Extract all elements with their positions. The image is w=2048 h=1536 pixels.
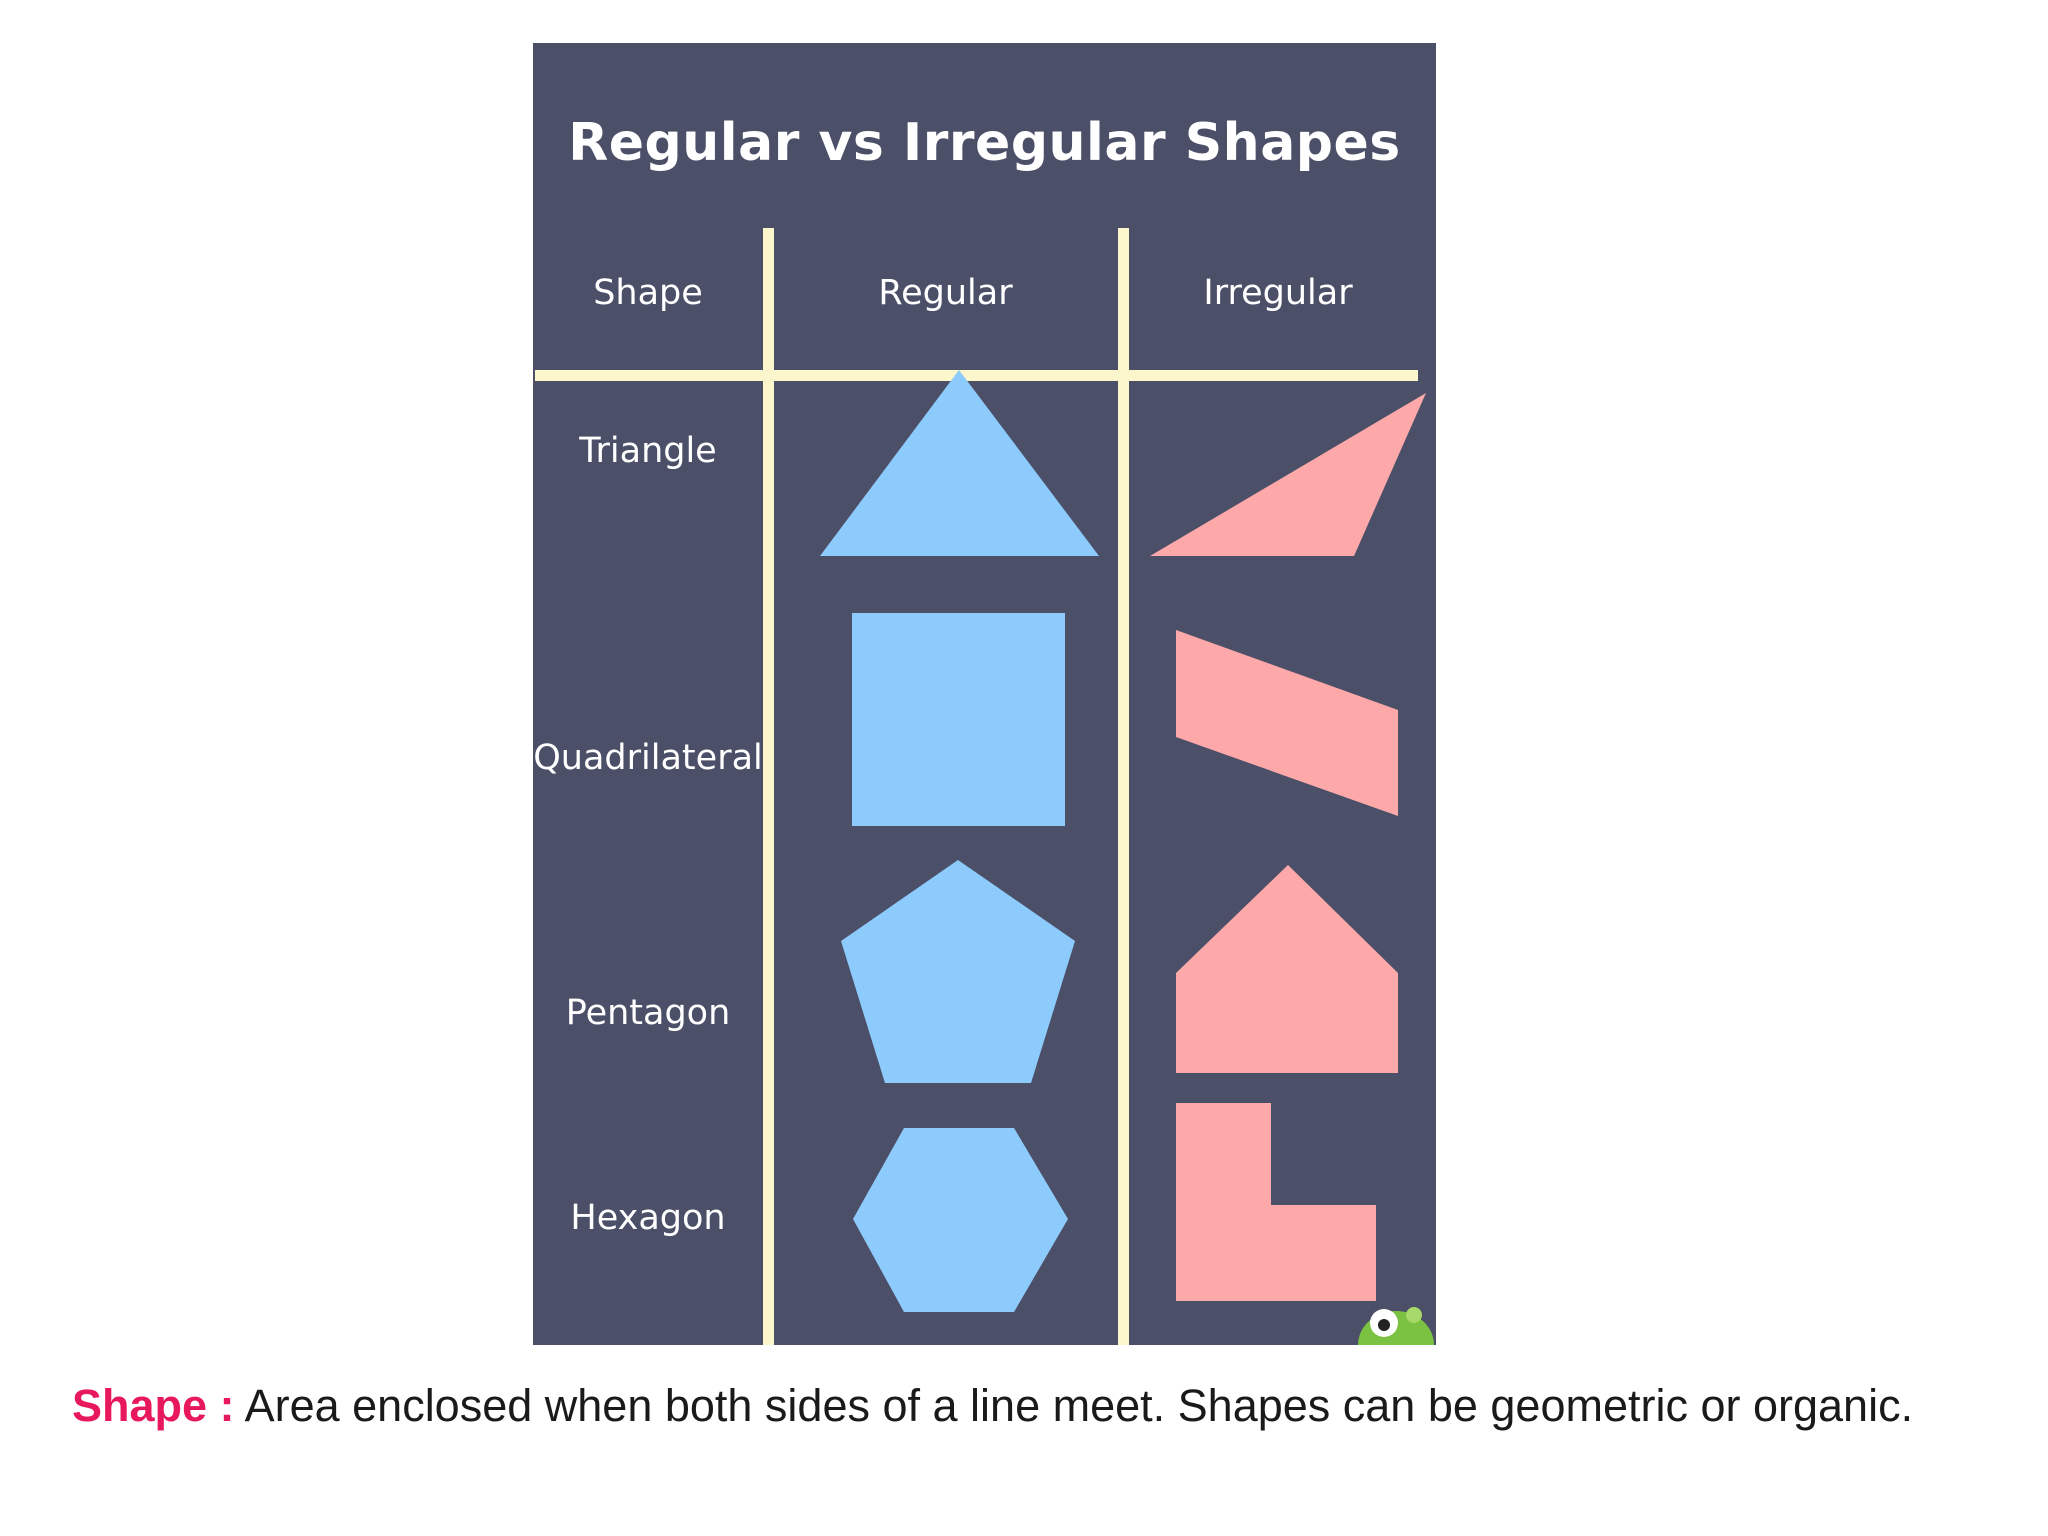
header-divider	[535, 370, 1418, 381]
row-label-hexagon: Hexagon	[570, 1198, 726, 1238]
regular-square	[852, 613, 1065, 826]
regular-pentagon	[841, 860, 1075, 1083]
row-label-quadrilateral: Quadrilateral	[533, 738, 763, 778]
regular-triangle	[820, 370, 1099, 556]
header-shape: Shape	[593, 273, 703, 313]
column-divider-right	[1118, 228, 1129, 1345]
definition-term: Shape :	[72, 1380, 235, 1431]
definition-text: Area enclosed when both sides of a line …	[244, 1380, 1914, 1431]
definition-caption: Shape : Area enclosed when both sides of…	[72, 1380, 1992, 1432]
row-label-triangle: Triangle	[579, 431, 717, 471]
poster-title: Regular vs Irregular Shapes	[568, 113, 1401, 173]
poster: Regular vs Irregular Shapes Shape Regula…	[533, 43, 1436, 1345]
irregular-l-shape	[1176, 1103, 1376, 1301]
shapes-canvas	[820, 370, 1426, 1312]
column-divider-left	[763, 228, 774, 1345]
header-regular: Regular	[878, 273, 1013, 313]
green-mascot-icon	[1358, 1307, 1434, 1345]
irregular-pentagon	[1176, 865, 1398, 1073]
header-irregular: Irregular	[1203, 273, 1353, 313]
regular-hexagon	[853, 1128, 1068, 1312]
irregular-triangle	[1150, 393, 1426, 556]
irregular-parallelogram	[1176, 630, 1398, 816]
row-label-pentagon: Pentagon	[565, 993, 731, 1033]
